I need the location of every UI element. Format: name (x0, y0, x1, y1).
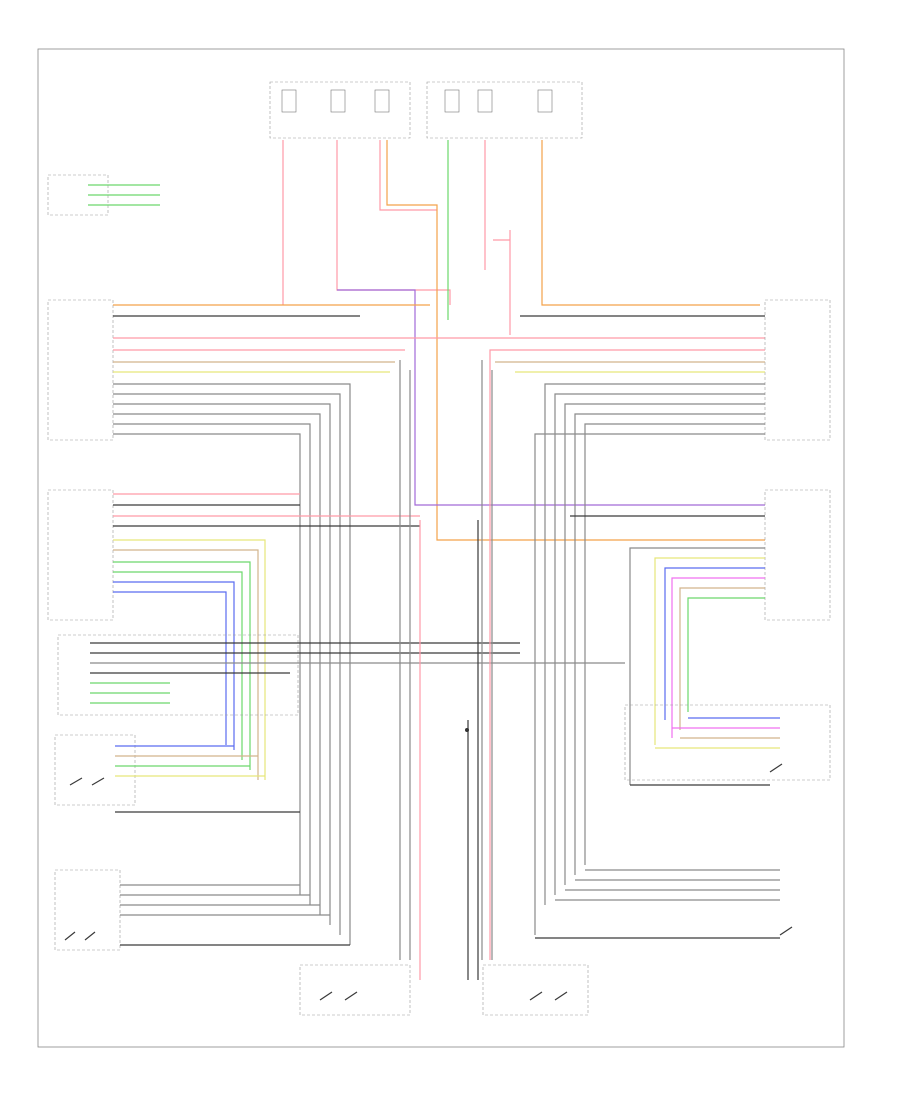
right-rear-harness (570, 515, 765, 785)
motor-icon (319, 991, 358, 1001)
right-front-actuator (482, 964, 589, 1016)
left-front-actuator (299, 964, 411, 1016)
central-trunk (399, 360, 493, 980)
left-rear-harness (113, 493, 420, 780)
right-front-harness (489, 315, 765, 960)
switch-icon (69, 777, 105, 786)
left-rear-door-module (47, 489, 114, 621)
gateway-module (47, 174, 160, 216)
ground-point (465, 728, 469, 732)
right-rear-switch (624, 704, 831, 786)
left-rear-switch (54, 734, 300, 813)
left-front-door-module (47, 299, 114, 441)
right-rear-door-module (764, 489, 831, 621)
fuse-icon (444, 89, 553, 113)
fuse-box-right (426, 81, 583, 139)
ground-icon (465, 728, 469, 732)
left-front-harness (113, 304, 765, 945)
switch-icon (779, 926, 793, 936)
left-front-switch (54, 869, 350, 951)
switch-icon (769, 763, 783, 773)
switch-icon (64, 931, 96, 941)
power-feed-wires (282, 140, 765, 541)
right-front-switch (535, 869, 793, 939)
driver-switch-pack (57, 634, 625, 716)
fuse-icon (281, 89, 390, 113)
motor-icon (529, 991, 568, 1001)
diagram-frame (37, 48, 845, 1048)
right-front-door-module (764, 299, 831, 441)
fuse-box-left (269, 81, 411, 139)
